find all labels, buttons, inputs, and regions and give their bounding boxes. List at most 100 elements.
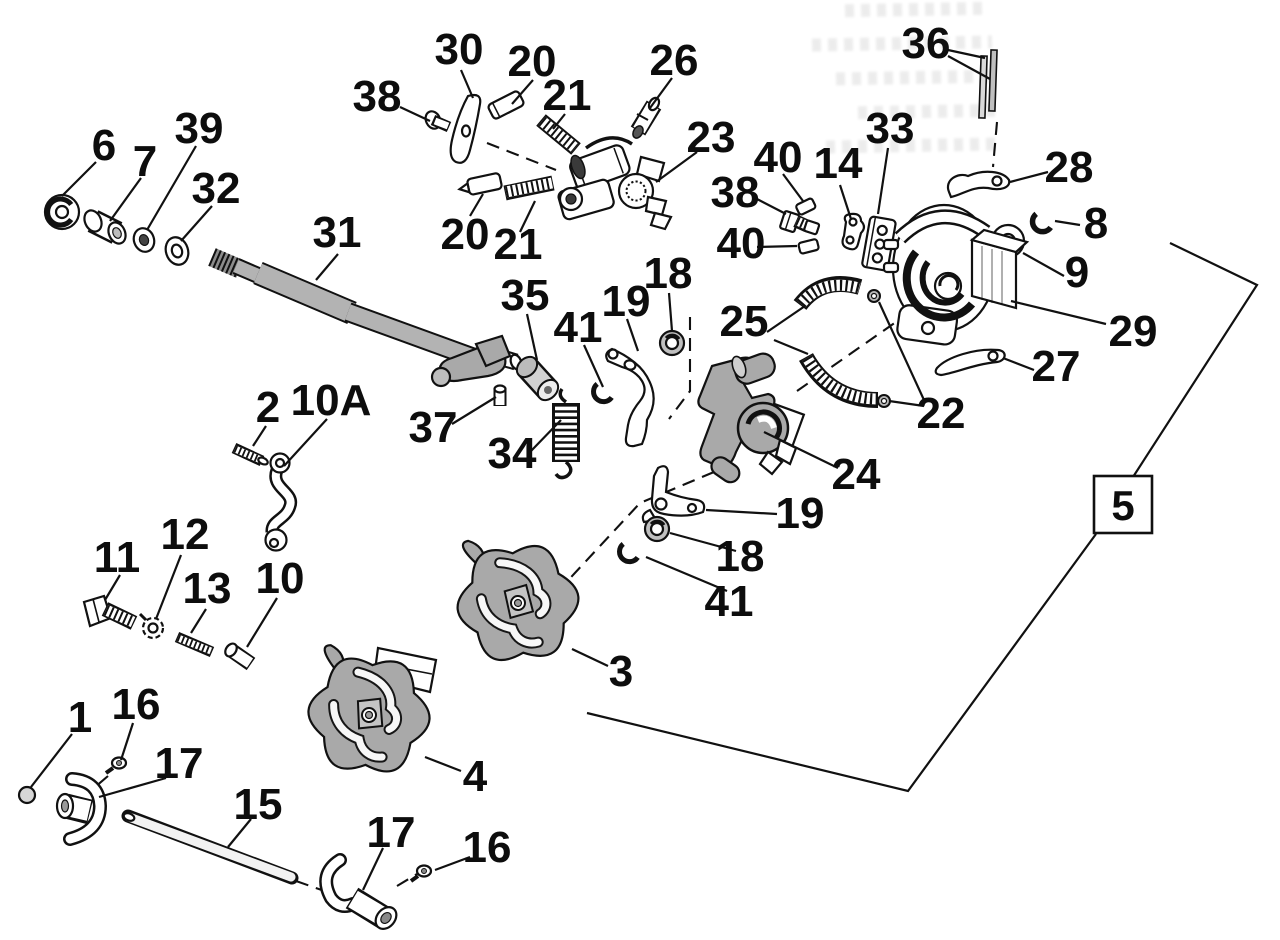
part-41-eclip-lower [617,541,640,565]
callout-23: 23 [687,113,736,162]
callout-15: 15 [234,780,283,829]
callout-16-2: 16 [463,823,512,872]
callout-21-1: 21 [543,71,592,120]
callout-30: 30 [435,25,484,74]
callout-33: 33 [866,104,915,153]
callout-38-1: 38 [353,72,402,121]
callout-19-1: 19 [602,277,651,326]
callout-5-box [1092,474,1154,535]
callout-29: 29 [1109,307,1158,356]
part-21-spring-top [536,114,581,155]
callout-12: 12 [161,510,210,559]
callout-26: 26 [650,36,699,85]
part-8-clip [1029,211,1053,235]
callout-2: 2 [256,383,280,432]
callout-14: 14 [814,139,863,188]
part-34-spring [552,387,580,480]
callout-5-boxed: 5 [1111,482,1134,529]
callout-27: 27 [1032,342,1081,391]
callout-31: 31 [313,208,362,257]
callout-10A: 10A [291,376,372,425]
part-6-retaining-ring [43,193,81,231]
part-35-roller [515,355,560,402]
callout-3: 3 [609,647,633,696]
callout-32: 32 [192,164,241,213]
callout-41-2: 41 [705,577,754,626]
part-40-pin-lower [797,238,820,255]
callout-6: 6 [92,121,116,170]
part-16-screw-right [409,864,433,883]
callout-1: 1 [68,693,92,742]
part-26-pin [630,96,662,139]
part-10-pin [224,642,256,671]
callout-18-2: 18 [716,532,765,581]
part-19-lever-upper [605,347,655,448]
part-22-nuts [867,289,891,408]
callout-40-2: 40 [717,219,766,268]
callout-38-2: 38 [711,168,760,217]
callout-37: 37 [409,403,458,452]
part-29-housing [882,203,1030,346]
callout-17-1: 17 [155,739,204,788]
part-32-washer [164,236,190,266]
part-41-eclip-upper [591,381,614,405]
part-23-pawl-carrier [557,136,673,231]
part-13-stud [174,631,215,658]
part-18-bushing-upper [658,329,686,357]
callout-28: 28 [1045,143,1094,192]
part-39-washer [132,227,156,253]
callout-17-2: 17 [367,808,416,857]
callout-13: 13 [183,564,232,613]
part-24-shifter-arm [697,352,806,484]
callout-36: 36 [902,19,951,68]
part-11-bolt [82,594,138,630]
part-37-pin [493,384,507,406]
part-20-pin-top [487,90,525,120]
part-14-stop-plate [841,212,866,251]
part-17-fork-left [55,772,108,846]
part-18-bushing-lower [643,515,671,543]
callout-39: 39 [175,104,224,153]
callout-20-1: 20 [508,37,557,86]
callout-18-1: 18 [644,249,693,298]
callout-35: 35 [501,271,550,320]
part-27-lever [934,348,1006,377]
callout-34: 34 [488,429,537,478]
dashed-assembly-lines [93,121,999,895]
part-3-shifter-cam [451,530,584,664]
part-30-pawl [449,93,482,164]
part-7-bushing [83,209,127,245]
part-2-stud [231,443,269,466]
part-21-spring-bottom [503,175,555,201]
callout-21-2: 21 [494,220,543,269]
group-5-bracket [586,242,1259,793]
callout-19-2: 19 [776,489,825,538]
part-17-fork-right [319,853,398,930]
part-1-ball [17,785,37,805]
part-12-lockwasher [138,612,165,640]
callout-20-2: 20 [441,210,490,259]
callout-22: 22 [917,389,966,438]
part-20-pin-bottom [457,172,503,196]
part-28-lever [946,170,1011,199]
part-38-screw-left [424,110,452,133]
part-40-pin-upper [795,197,817,216]
callout-25: 25 [720,297,769,346]
part-38-bolt-right [779,210,821,236]
part-36-strips [978,49,998,119]
callout-labels: 6 7 39 32 31 38 30 20 21 26 23 36 33 40 … [68,19,1158,872]
part-31-shifter-shaft [208,248,523,388]
callout-9: 9 [1065,248,1089,297]
part-25-springs [793,276,879,408]
callout-10: 10 [256,554,305,603]
leader-lines [30,48,1107,891]
callout-8: 8 [1084,199,1108,248]
part-19-lever-lower [641,465,706,524]
callout-24: 24 [832,450,881,499]
part-10A-link [264,452,298,552]
callout-7: 7 [133,137,157,186]
part-16-screw-left [104,756,128,775]
callout-41-1: 41 [554,303,603,352]
